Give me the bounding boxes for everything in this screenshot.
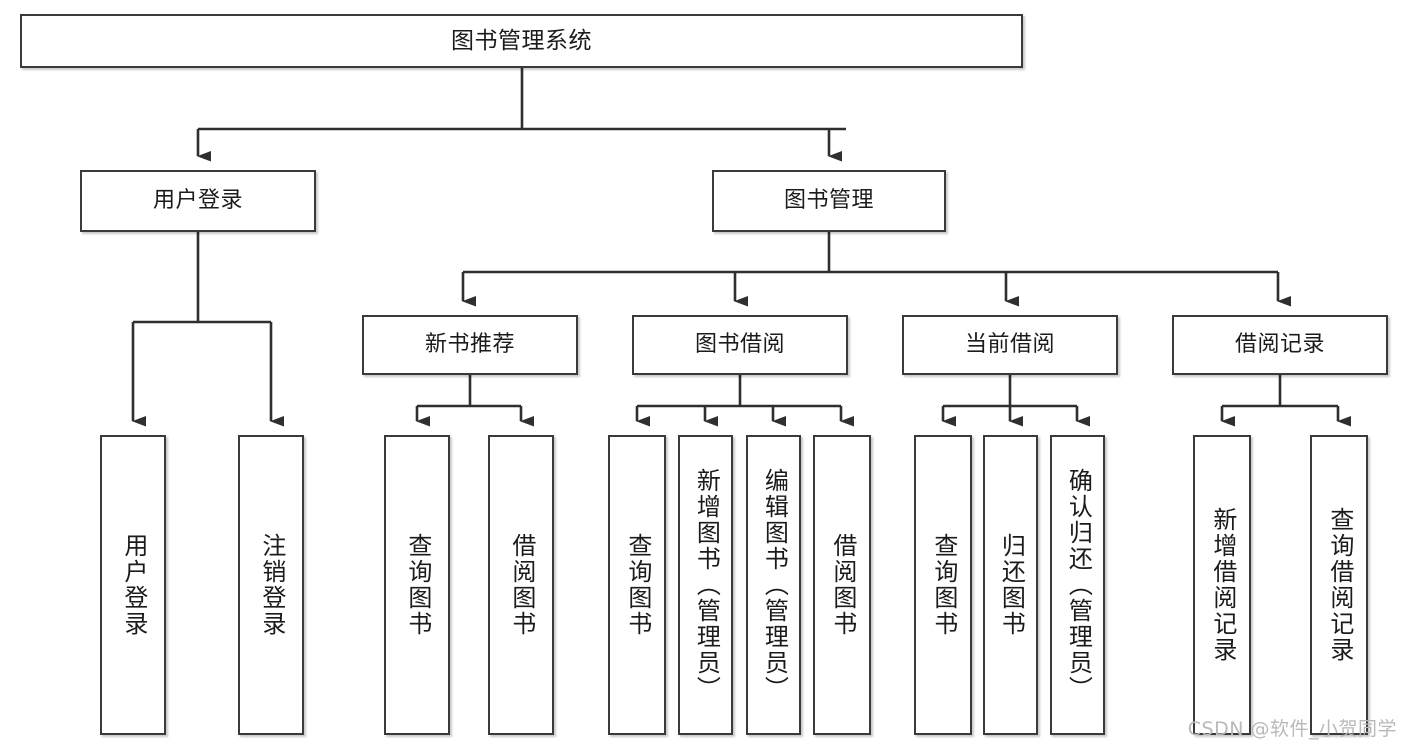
leaf-borrow-edit-book-label: 编辑图书（管理员） [760,468,789,702]
leaf-user-logout-label: 注销登录 [257,533,286,637]
leaf-borrow-borrow-book[interactable]: 借阅图书 [813,435,871,735]
leaf-record-add-record-label: 新增借阅记录 [1208,507,1237,663]
node-new-book-recommend[interactable]: 新书推荐 [362,315,578,375]
leaf-record-add-record[interactable]: 新增借阅记录 [1193,435,1251,735]
node-user-login[interactable]: 用户登录 [80,170,316,232]
node-current-borrow[interactable]: 当前借阅 [902,315,1118,375]
node-current-borrow-label: 当前借阅 [964,331,1055,357]
leaf-borrow-query-book[interactable]: 查询图书 [608,435,666,735]
leaf-current-query-book-label: 查询图书 [929,533,958,637]
node-book-borrow[interactable]: 图书借阅 [632,315,848,375]
node-new-book-recommend-label: 新书推荐 [424,331,515,357]
leaf-current-confirm-return[interactable]: 确认归还（管理员） [1050,435,1105,735]
node-root[interactable]: 图书管理系统 [20,14,1023,68]
leaf-newbook-query-book-label: 查询图书 [403,533,432,637]
leaf-user-logout[interactable]: 注销登录 [238,435,304,735]
node-root-label: 图书管理系统 [451,27,592,54]
node-user-login-label: 用户登录 [152,187,243,213]
node-book-borrow-label: 图书借阅 [694,331,785,357]
leaf-borrow-query-book-label: 查询图书 [623,533,652,637]
node-book-management-label: 图书管理 [783,187,874,213]
leaf-newbook-borrow-book[interactable]: 借阅图书 [488,435,554,735]
leaf-user-login-label: 用户登录 [119,533,148,637]
leaf-record-query-record[interactable]: 查询借阅记录 [1310,435,1368,735]
leaf-record-query-record-label: 查询借阅记录 [1325,507,1354,663]
leaf-current-query-book[interactable]: 查询图书 [914,435,972,735]
leaf-borrow-add-book-label: 新增图书（管理员） [692,468,721,702]
leaf-borrow-edit-book[interactable]: 编辑图书（管理员） [746,435,801,735]
leaf-borrow-borrow-book-label: 借阅图书 [828,533,857,637]
leaf-current-return-book[interactable]: 归还图书 [983,435,1038,735]
node-book-management[interactable]: 图书管理 [712,170,946,232]
leaf-current-return-book-label: 归还图书 [997,533,1026,637]
leaf-user-login[interactable]: 用户登录 [100,435,166,735]
node-borrow-record-label: 借阅记录 [1234,331,1325,357]
leaf-current-confirm-return-label: 确认归还（管理员） [1064,468,1093,702]
leaf-newbook-query-book[interactable]: 查询图书 [384,435,450,735]
leaf-newbook-borrow-book-label: 借阅图书 [507,533,536,637]
node-borrow-record[interactable]: 借阅记录 [1172,315,1388,375]
leaf-borrow-add-book[interactable]: 新增图书（管理员） [678,435,733,735]
watermark-text: CSDN @软件_小贺同学 [1187,718,1397,740]
